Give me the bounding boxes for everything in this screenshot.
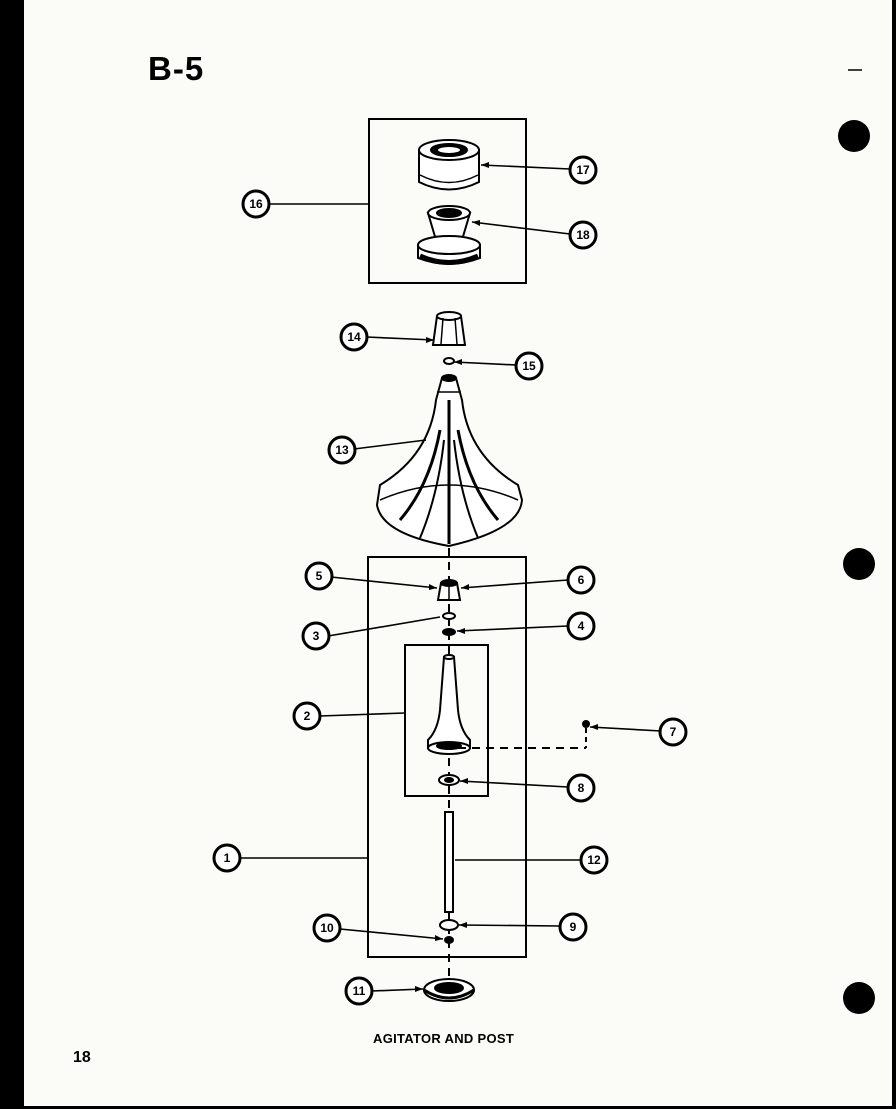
kit-box-2: [404, 644, 489, 797]
callout-16-label: 16: [249, 197, 263, 211]
callout-5-label: 5: [316, 569, 323, 583]
kit-box-16: [368, 118, 527, 284]
callout-13-label: 13: [335, 443, 349, 457]
callout-7-circle: [658, 717, 688, 747]
callout-2-label: 2: [304, 709, 311, 723]
leader-arrowheads: [415, 162, 598, 992]
callout-6-circle: [566, 565, 596, 595]
punch-hole-bottom: [843, 982, 875, 1014]
callout-17-label: 17: [576, 163, 590, 177]
page-number: 18: [73, 1049, 91, 1066]
part-7-screw: [458, 720, 590, 749]
callout-2-circle: [292, 701, 322, 731]
callout-10-label: 10: [320, 921, 334, 935]
kit-box-1: [367, 556, 527, 958]
part-14-cap: [431, 311, 467, 346]
callout-17-circle: [568, 155, 598, 185]
diagram-caption: AGITATOR AND POST: [373, 1031, 515, 1046]
callout-15-label: 15: [522, 359, 536, 373]
part-18-cam: [417, 205, 481, 265]
callout-14-circle: [339, 322, 369, 352]
callout-5-circle: [304, 561, 334, 591]
callout-18-label: 18: [576, 228, 590, 242]
callout-11-circle: [344, 976, 374, 1006]
callout-4-label: 4: [578, 619, 585, 633]
part-3-washer: [442, 612, 456, 620]
punch-hole-top: [838, 120, 870, 152]
callout-12-circle: [579, 845, 609, 875]
callout-circles: [212, 155, 688, 1006]
callout-15-circle: [514, 351, 544, 381]
part-15-washer: [443, 357, 455, 365]
callout-1-circle: [212, 843, 242, 873]
callout-11-label: 11: [353, 984, 366, 998]
page-code: B-5: [148, 50, 205, 87]
callout-9-circle: [558, 912, 588, 942]
callout-18-circle: [568, 220, 598, 250]
callout-8-label: 8: [578, 781, 585, 795]
part-11-seal: [423, 978, 475, 1002]
callout-6-label: 6: [578, 573, 585, 587]
leader-lines: [241, 164, 662, 992]
part-5-nut: [436, 579, 462, 601]
part-9-washer: [439, 919, 459, 931]
callout-12-label: 12: [587, 853, 601, 867]
callout-13-circle: [327, 435, 357, 465]
callout-4-circle: [566, 611, 596, 641]
part-13-agitator: [375, 374, 524, 548]
part-10-nut: [444, 936, 454, 944]
callout-8-circle: [566, 773, 596, 803]
callout-14-label: 14: [347, 330, 361, 344]
punch-hole-middle: [843, 548, 875, 580]
callout-10-circle: [312, 913, 342, 943]
callout-3-circle: [301, 621, 331, 651]
part-17-cap: [418, 139, 480, 191]
callout-1-label: 1: [224, 851, 231, 865]
callout-16-circle: [241, 189, 271, 219]
callout-9-label: 9: [570, 920, 577, 934]
callout-3-label: 3: [313, 629, 320, 643]
part-4-washer: [442, 628, 456, 636]
part-2-post: [427, 654, 471, 755]
part-12-shaft: [444, 811, 454, 913]
callout-7-label: 7: [670, 725, 677, 739]
